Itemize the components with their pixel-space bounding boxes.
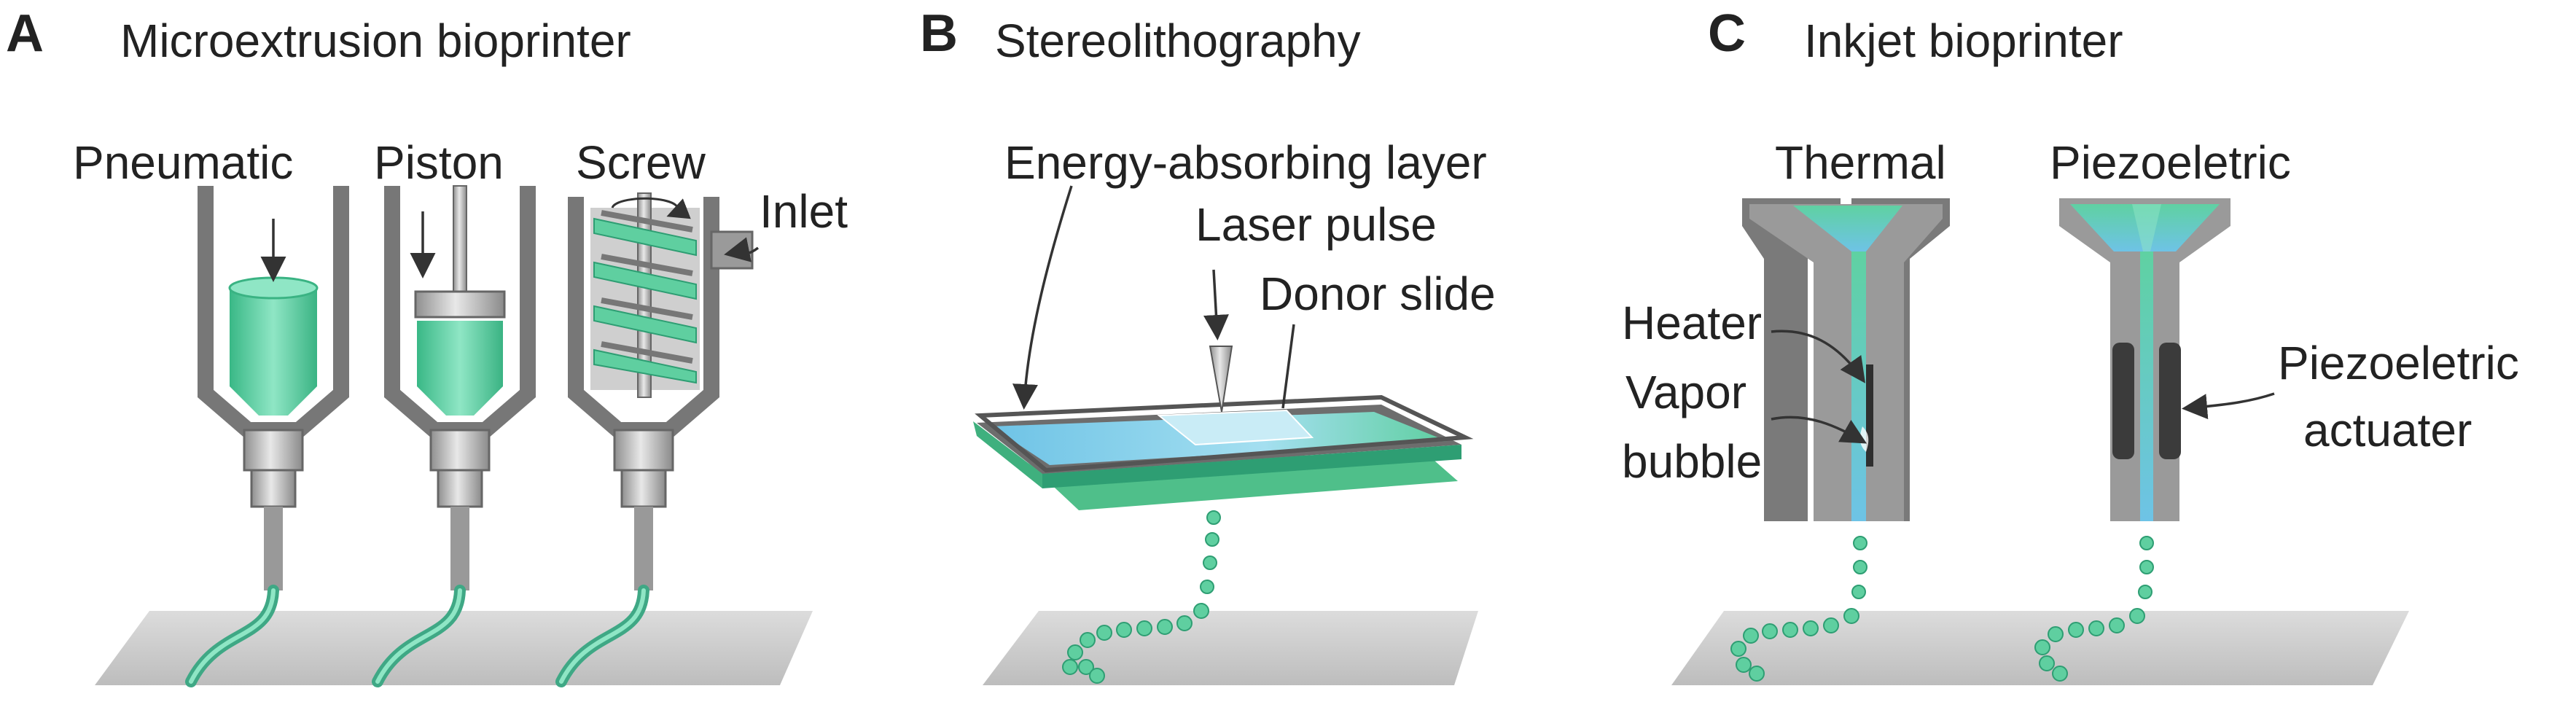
panel-a-title: Microextrusion bioprinter bbox=[120, 15, 631, 67]
label-bubble: bubble bbox=[1622, 435, 1762, 488]
panel-a: A Microextrusion bioprinter Pneumatic Pi… bbox=[6, 4, 848, 687]
label-inlet: Inlet bbox=[760, 185, 848, 238]
panel-a-letter: A bbox=[6, 4, 44, 63]
panel-c-letter: C bbox=[1708, 4, 1746, 63]
panel-b-title: Stereolithography bbox=[995, 15, 1361, 67]
panel-c-title: Inkjet bioprinter bbox=[1804, 15, 2123, 67]
label-piezoelectric: Piezoeletric bbox=[2050, 136, 2291, 189]
label-donor-slide: Donor slide bbox=[1260, 268, 1496, 320]
print-bed-a bbox=[95, 611, 813, 685]
label-screw: Screw bbox=[576, 136, 706, 189]
label-energy-absorbing-layer: Energy-absorbing layer bbox=[1004, 136, 1487, 189]
label-vapor: Vapor bbox=[1625, 366, 1746, 418]
label-pneumatic: Pneumatic bbox=[73, 136, 293, 189]
panel-b-letter: B bbox=[920, 4, 958, 63]
screw-syringe bbox=[555, 192, 760, 687]
label-piezoelectric-actuator-2: actuater bbox=[2303, 404, 2472, 456]
label-thermal: Thermal bbox=[1775, 136, 1946, 189]
panel-c: C Inkjet bioprinter Thermal Piezoeletric… bbox=[1622, 4, 2519, 685]
print-bed-b bbox=[983, 611, 1478, 685]
pneumatic-syringe bbox=[185, 186, 349, 687]
label-piezoelectric-actuator-1: Piezoeletric bbox=[2278, 337, 2519, 389]
thermal-inkjet-head bbox=[1742, 198, 1950, 521]
label-piston: Piston bbox=[374, 136, 504, 189]
label-laser-pulse: Laser pulse bbox=[1195, 198, 1437, 251]
piezo-inkjet-head bbox=[2059, 198, 2230, 521]
panel-b: B Stereolithography Energy-absorbing lay… bbox=[920, 4, 1496, 685]
droplets-piezo bbox=[2034, 536, 2154, 682]
donor-slide bbox=[973, 346, 1474, 510]
label-heater: Heater bbox=[1622, 297, 1762, 349]
piston-syringe bbox=[372, 185, 536, 687]
droplets-thermal bbox=[1730, 536, 1867, 682]
droplets-b bbox=[1062, 510, 1221, 684]
